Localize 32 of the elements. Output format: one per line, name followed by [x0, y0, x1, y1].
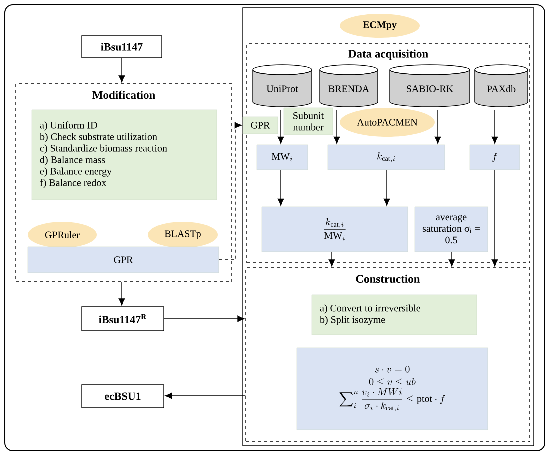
- arrow: [448, 252, 456, 267]
- arrow: [492, 170, 498, 267]
- parameter-box: average saturation σ$_{i}$ = 0.5: [414, 206, 488, 252]
- database-cylinder: UniProt: [252, 64, 312, 108]
- gpr-box: GPR: [28, 246, 220, 274]
- arrow: [492, 110, 498, 144]
- parameter-box: $\mathrm{MW}_{i}$: [256, 144, 308, 170]
- model-box: ecBSU1: [82, 384, 164, 408]
- model-box: iBsu1147: [82, 36, 162, 58]
- database-cylinder: SABIO-RK: [390, 64, 470, 108]
- step-list-box: a) Convert to irreversible b) Split isozyme: [312, 294, 478, 336]
- arrow: [278, 170, 284, 206]
- arrow: [118, 282, 126, 306]
- arrow: [328, 252, 336, 267]
- parameter-box: $f$: [470, 144, 520, 170]
- arrow: [165, 392, 246, 400]
- arrow: [384, 170, 390, 206]
- input-label: GPR: [242, 116, 278, 134]
- model-box: iBsu1147$^{R}$: [82, 306, 164, 332]
- equation-box: $s \cdot v = 0$ $0 \le v \le ub$ $\sum\nolimits_{i}^{n} \frac{v_{i} \cdot MWi}{\sigma_{i} \cdot k_{\mathrm{cat},i}} \le \mathrm{ptot} \cdot f$: [296, 348, 488, 430]
- database-cylinder: PAXdb: [474, 64, 528, 108]
- database-cylinder: BRENDA: [320, 64, 378, 108]
- arrow: [118, 58, 126, 83]
- arrow: [278, 110, 284, 144]
- step-list-box: a) Uniform ID b) Check substrate utilization c) Standardize biomass reaction d) Balance mass e) Balance energy f) Balance redox: [32, 110, 218, 200]
- arrow: [164, 316, 245, 322]
- arrow: [218, 122, 242, 260]
- parameter-box: $k_{\mathrm{cat},i}$: [328, 144, 446, 170]
- arrow: [334, 110, 340, 144]
- arrow: [434, 110, 442, 144]
- parameter-box: $\frac{k_{\mathrm{cat},i}}{\mathrm{MW}_{i}}$: [262, 206, 408, 252]
- input-label: Subunit number: [284, 108, 334, 136]
